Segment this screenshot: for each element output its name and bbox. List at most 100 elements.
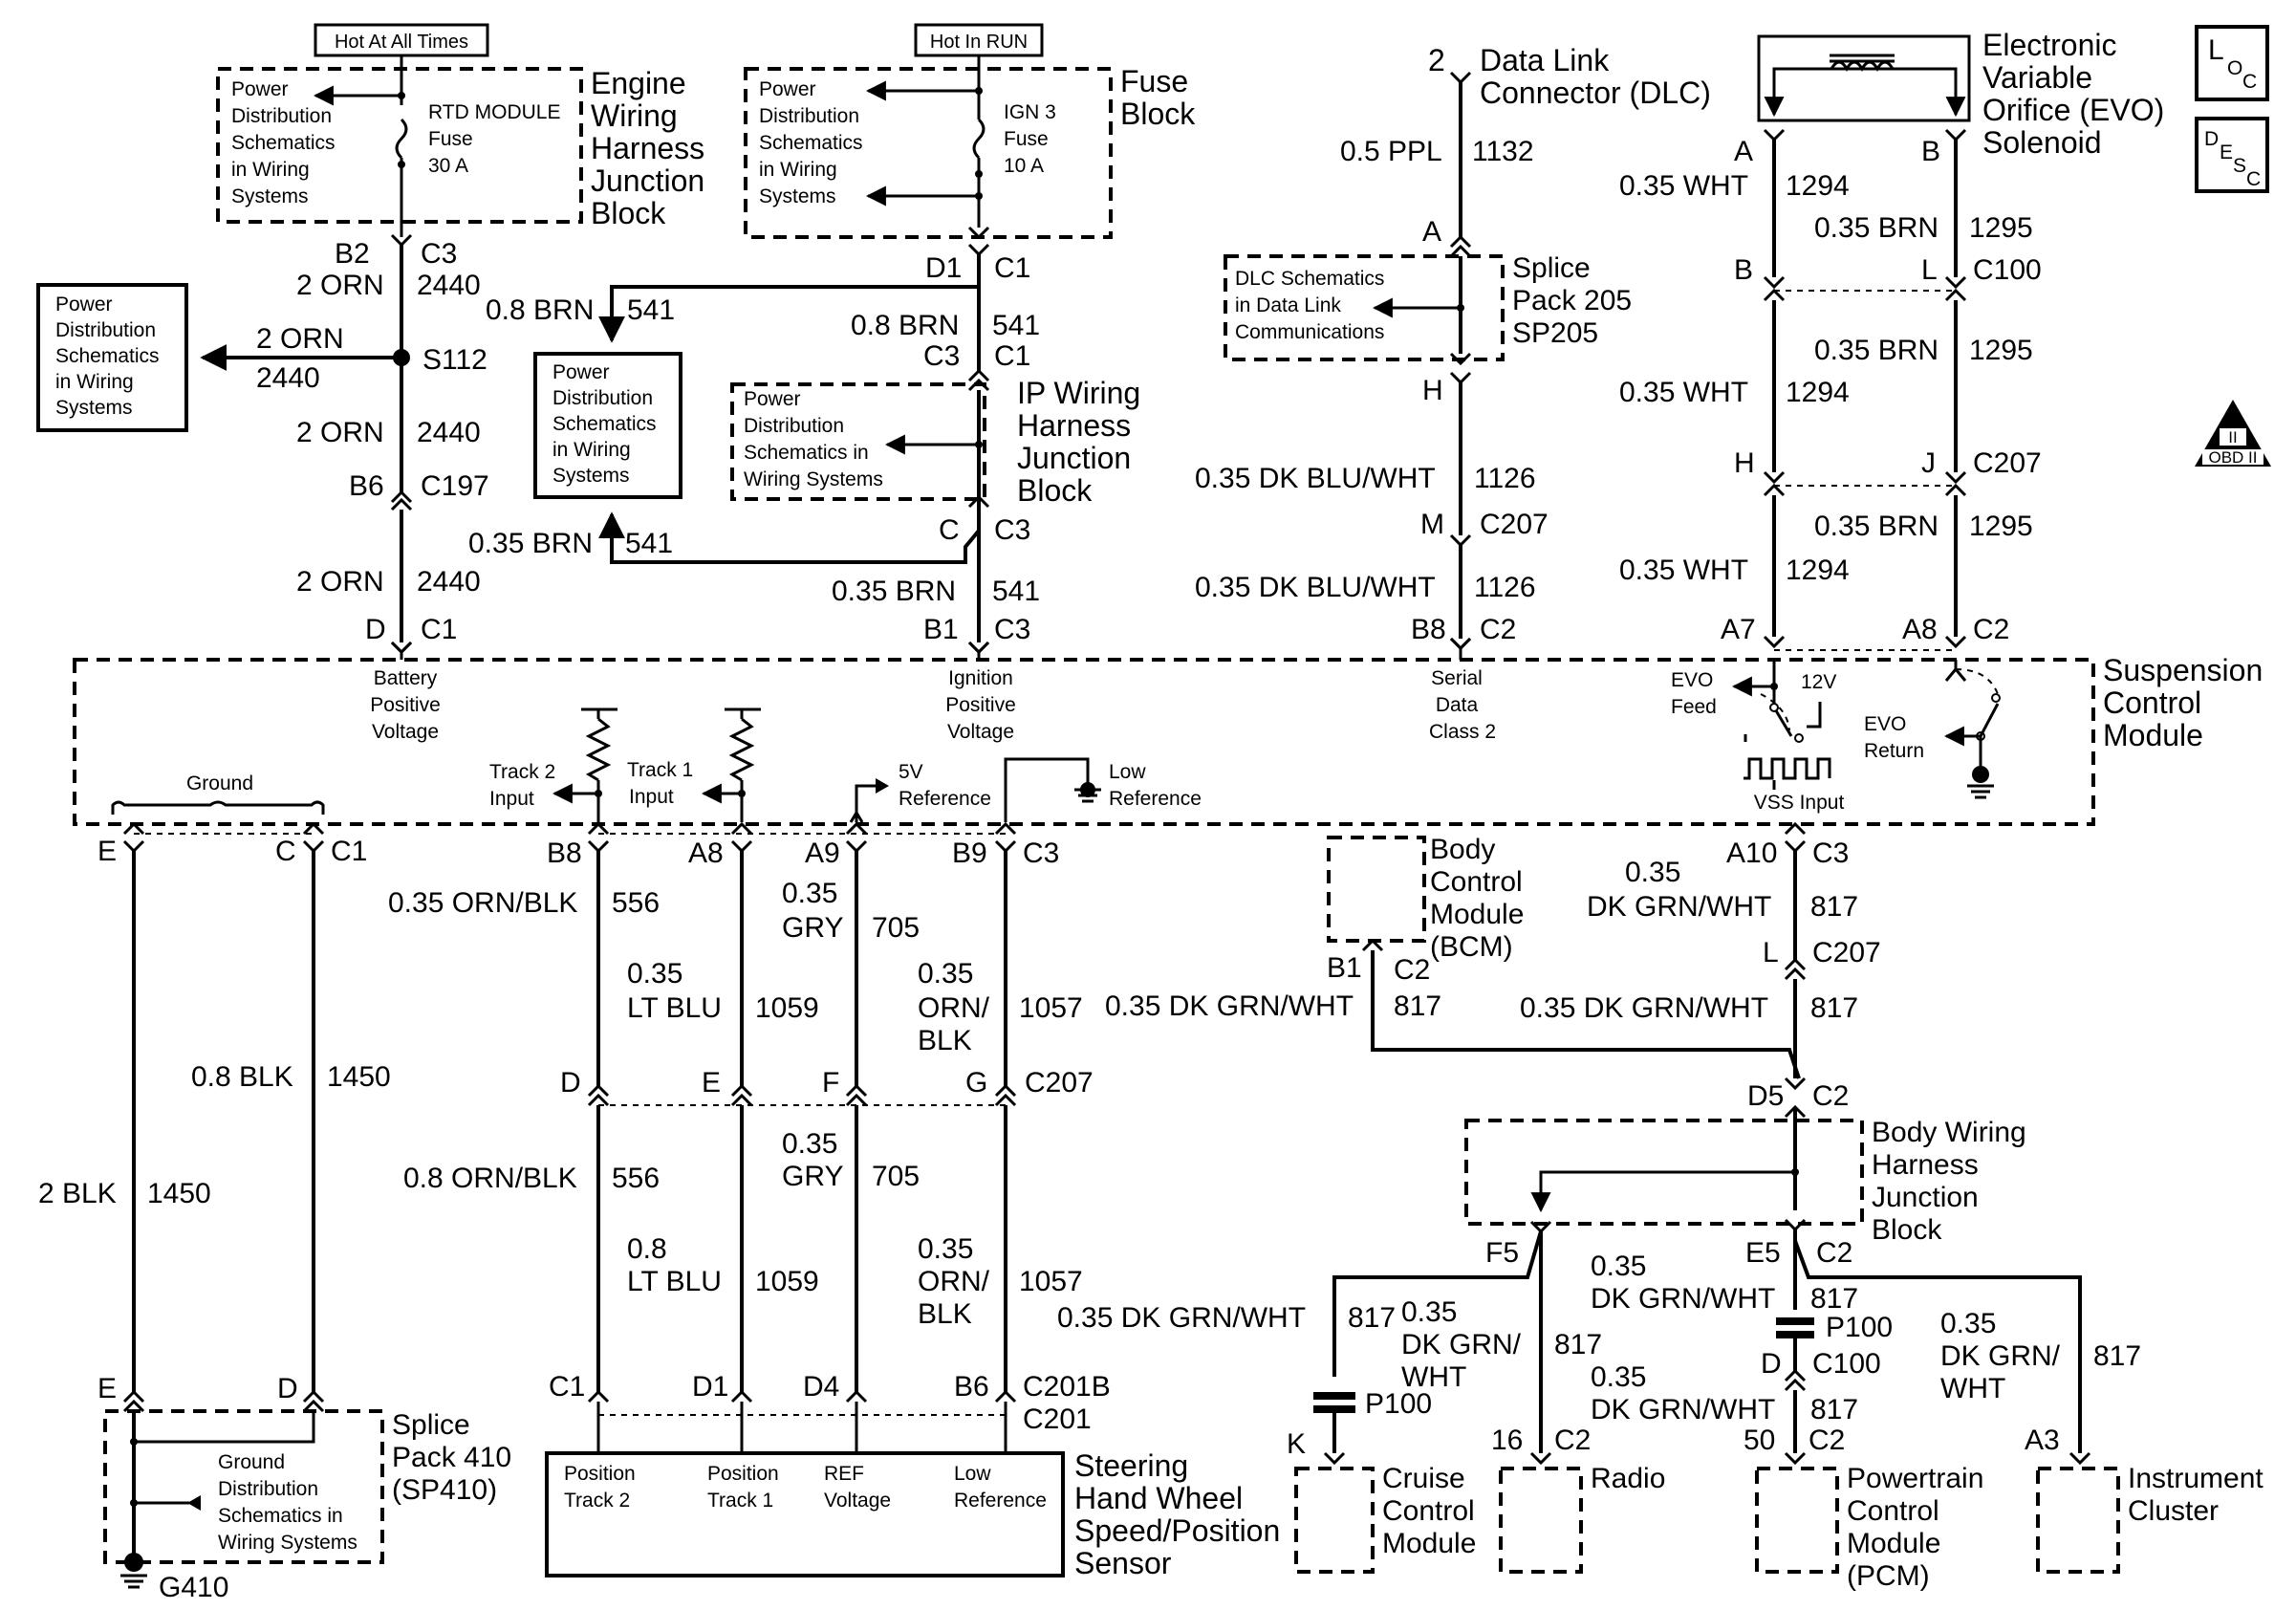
svg-text:Junction: Junction xyxy=(591,163,704,198)
loc-badge: L O C xyxy=(2195,25,2269,101)
svg-text:Cruise: Cruise xyxy=(1382,1463,1465,1494)
svg-text:A8: A8 xyxy=(1902,614,1938,645)
svg-text:Class 2: Class 2 xyxy=(1429,721,1496,743)
svg-text:VSS Input: VSS Input xyxy=(1754,792,1845,814)
svg-text:0.35 BRN: 0.35 BRN xyxy=(1814,511,1939,542)
suspension-control-module xyxy=(73,637,2095,826)
circuit-2440 xyxy=(200,233,413,655)
svg-text:C201: C201 xyxy=(1023,1403,1092,1435)
svg-text:Data: Data xyxy=(1436,694,1479,716)
svg-text:A: A xyxy=(1734,136,1753,167)
svg-text:Track 2: Track 2 xyxy=(489,761,555,783)
svg-text:OBD II: OBD II xyxy=(2208,448,2257,467)
svg-text:Track 1: Track 1 xyxy=(627,759,693,781)
svg-text:L: L xyxy=(2208,34,2224,66)
svg-text:(SP410): (SP410) xyxy=(392,1474,497,1506)
svg-text:1295: 1295 xyxy=(1969,335,2033,366)
svg-text:O: O xyxy=(2227,57,2242,79)
svg-text:S: S xyxy=(2233,155,2246,177)
svg-text:REF: REF xyxy=(824,1463,864,1485)
svg-text:C3: C3 xyxy=(994,514,1030,546)
svg-text:2440: 2440 xyxy=(256,362,320,394)
svg-text:E: E xyxy=(702,1067,721,1099)
svg-text:Wiring: Wiring xyxy=(591,98,678,133)
svg-text:0.35 DK BLU/WHT: 0.35 DK BLU/WHT xyxy=(1195,572,1436,603)
svg-text:L: L xyxy=(1763,937,1779,968)
svg-text:Module: Module xyxy=(1430,899,1524,930)
svg-text:Position: Position xyxy=(564,1463,636,1485)
svg-text:C3: C3 xyxy=(1023,838,1059,869)
svg-text:1450: 1450 xyxy=(147,1178,211,1209)
svg-text:GRY: GRY xyxy=(782,1161,843,1192)
svg-text:0.35 BRN: 0.35 BRN xyxy=(1814,335,1939,366)
svg-text:D: D xyxy=(2204,128,2219,150)
svg-text:II: II xyxy=(2228,428,2237,446)
svg-text:GRY: GRY xyxy=(782,912,843,944)
svg-text:C2: C2 xyxy=(1973,614,2009,645)
svg-text:C2: C2 xyxy=(1812,1080,1849,1112)
svg-text:817: 817 xyxy=(1810,1283,1858,1315)
svg-text:F: F xyxy=(822,1067,839,1099)
svg-text:Harness: Harness xyxy=(591,131,704,165)
svg-text:Distribution: Distribution xyxy=(218,1478,318,1500)
svg-text:B6: B6 xyxy=(954,1371,989,1403)
svg-text:541: 541 xyxy=(992,310,1040,341)
svg-text:705: 705 xyxy=(872,1161,920,1192)
svg-text:2440: 2440 xyxy=(417,270,481,301)
svg-text:Schematics: Schematics xyxy=(231,132,336,154)
svg-text:0.35: 0.35 xyxy=(782,878,837,909)
svg-text:DK GRN/WHT: DK GRN/WHT xyxy=(1591,1283,1775,1315)
svg-text:RTD MODULE: RTD MODULE xyxy=(428,101,560,123)
svg-text:Engine: Engine xyxy=(591,66,686,100)
svg-text:C100: C100 xyxy=(1812,1348,1881,1380)
svg-text:Module: Module xyxy=(2103,718,2203,752)
svg-text:0.35: 0.35 xyxy=(1591,1361,1646,1393)
svg-text:817: 817 xyxy=(1810,1394,1858,1425)
svg-text:Electronic: Electronic xyxy=(1982,28,2117,62)
ground-circuit-1450 xyxy=(103,821,384,1589)
svg-text:0.35 BRN: 0.35 BRN xyxy=(468,528,593,559)
svg-text:0.35: 0.35 xyxy=(1625,857,1680,888)
svg-text:DLC Schematics: DLC Schematics xyxy=(1235,268,1384,290)
svg-text:Module: Module xyxy=(1847,1528,1940,1559)
svg-text:30 A: 30 A xyxy=(428,155,468,177)
desc-badge: D E S C xyxy=(2195,117,2269,193)
svg-text:0.35: 0.35 xyxy=(1591,1251,1646,1282)
svg-text:Position: Position xyxy=(707,1463,779,1485)
svg-text:Hot In RUN: Hot In RUN xyxy=(930,32,1028,53)
svg-text:Body: Body xyxy=(1430,834,1495,865)
svg-text:LT BLU: LT BLU xyxy=(627,992,722,1024)
svg-text:E5: E5 xyxy=(1745,1237,1781,1269)
svg-text:Communications: Communications xyxy=(1235,321,1384,343)
svg-text:Schematics: Schematics xyxy=(759,132,863,154)
svg-text:0.35 DK BLU/WHT: 0.35 DK BLU/WHT xyxy=(1195,463,1436,494)
svg-text:0.8 ORN/BLK: 0.8 ORN/BLK xyxy=(403,1163,577,1194)
svg-text:C1: C1 xyxy=(331,836,367,867)
svg-text:705: 705 xyxy=(872,912,920,944)
steering-sensor-circuits xyxy=(545,821,1065,1577)
engine-junction-block: Power Distribution Schematics in Wiring … xyxy=(216,55,583,237)
svg-text:DK GRN/WHT: DK GRN/WHT xyxy=(1587,891,1771,923)
fuse-block: Power Distribution Schematics in Wiring … xyxy=(744,55,1113,239)
svg-text:Positive: Positive xyxy=(370,694,441,716)
svg-text:Variable: Variable xyxy=(1982,60,2092,95)
svg-text:P100: P100 xyxy=(1365,1388,1432,1420)
svg-text:Power: Power xyxy=(759,78,816,100)
svg-text:0.35 WHT: 0.35 WHT xyxy=(1619,555,1748,586)
svg-text:D: D xyxy=(1761,1348,1782,1380)
hot-at-all-times-header: Hot At All Times xyxy=(314,23,489,57)
svg-text:Hot At All Times: Hot At All Times xyxy=(335,32,468,53)
svg-text:C207: C207 xyxy=(1973,447,2042,479)
svg-text:Splice: Splice xyxy=(1512,252,1591,284)
svg-text:G410: G410 xyxy=(159,1572,228,1603)
svg-text:EVO: EVO xyxy=(1864,713,1906,735)
svg-text:0.35: 0.35 xyxy=(918,958,973,990)
svg-text:Distribution: Distribution xyxy=(231,105,332,127)
svg-text:1294: 1294 xyxy=(1786,377,1850,408)
svg-text:P100: P100 xyxy=(1826,1312,1893,1343)
svg-text:C1: C1 xyxy=(421,614,457,645)
svg-text:0.35: 0.35 xyxy=(1401,1296,1457,1328)
svg-text:H: H xyxy=(1734,447,1755,479)
svg-text:D1: D1 xyxy=(692,1371,728,1403)
svg-text:C: C xyxy=(939,514,960,546)
